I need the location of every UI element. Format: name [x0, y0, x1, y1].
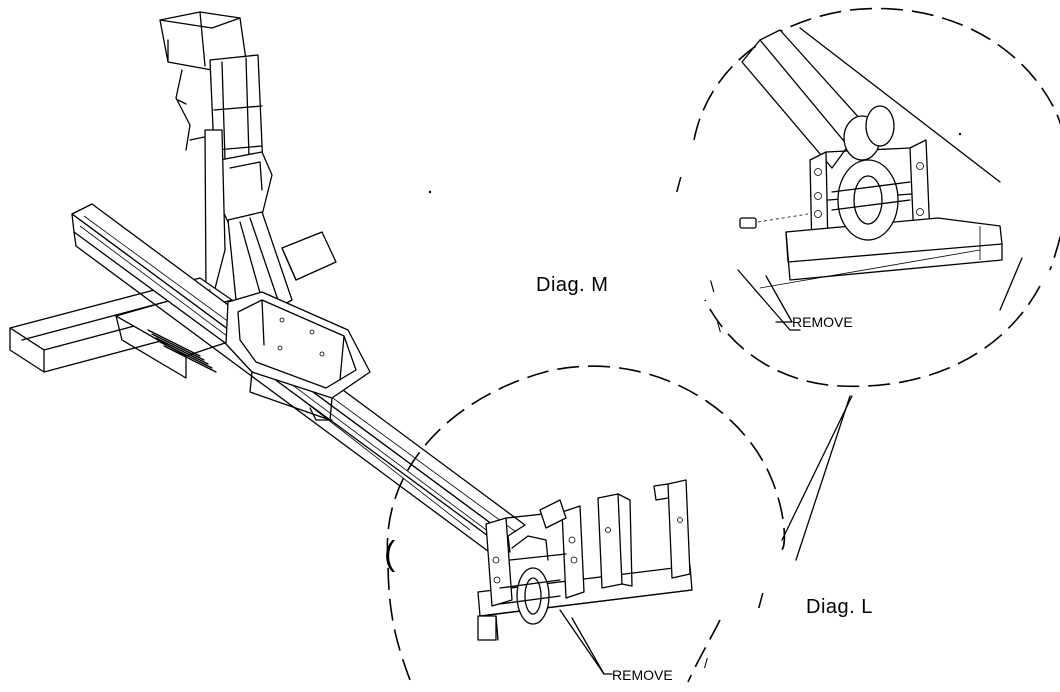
- front-base: [477, 479, 693, 641]
- detail-circle-m: / \ \: [428, 7, 1060, 388]
- svg-text:/: /: [704, 655, 708, 671]
- remove-callout-top: REMOVE: [792, 314, 853, 330]
- diag-m-label: Diag. M: [536, 274, 609, 296]
- svg-text:/: /: [676, 175, 682, 197]
- upright-column: [159, 11, 337, 313]
- remove-callout-bottom: REMOVE: [612, 667, 673, 683]
- svg-text:(: (: [384, 535, 396, 573]
- step-plate: [115, 299, 241, 379]
- detail-circle-l: ( / /: [384, 365, 786, 683]
- svg-text:\: \: [717, 319, 721, 335]
- svg-text:\: \: [710, 279, 715, 296]
- detail-connector: [781, 395, 853, 561]
- diag-l-label: Diag. L: [806, 596, 873, 618]
- remove-leaders: [559, 275, 793, 675]
- seat-carriage: [225, 291, 371, 421]
- svg-text:/: /: [758, 591, 764, 613]
